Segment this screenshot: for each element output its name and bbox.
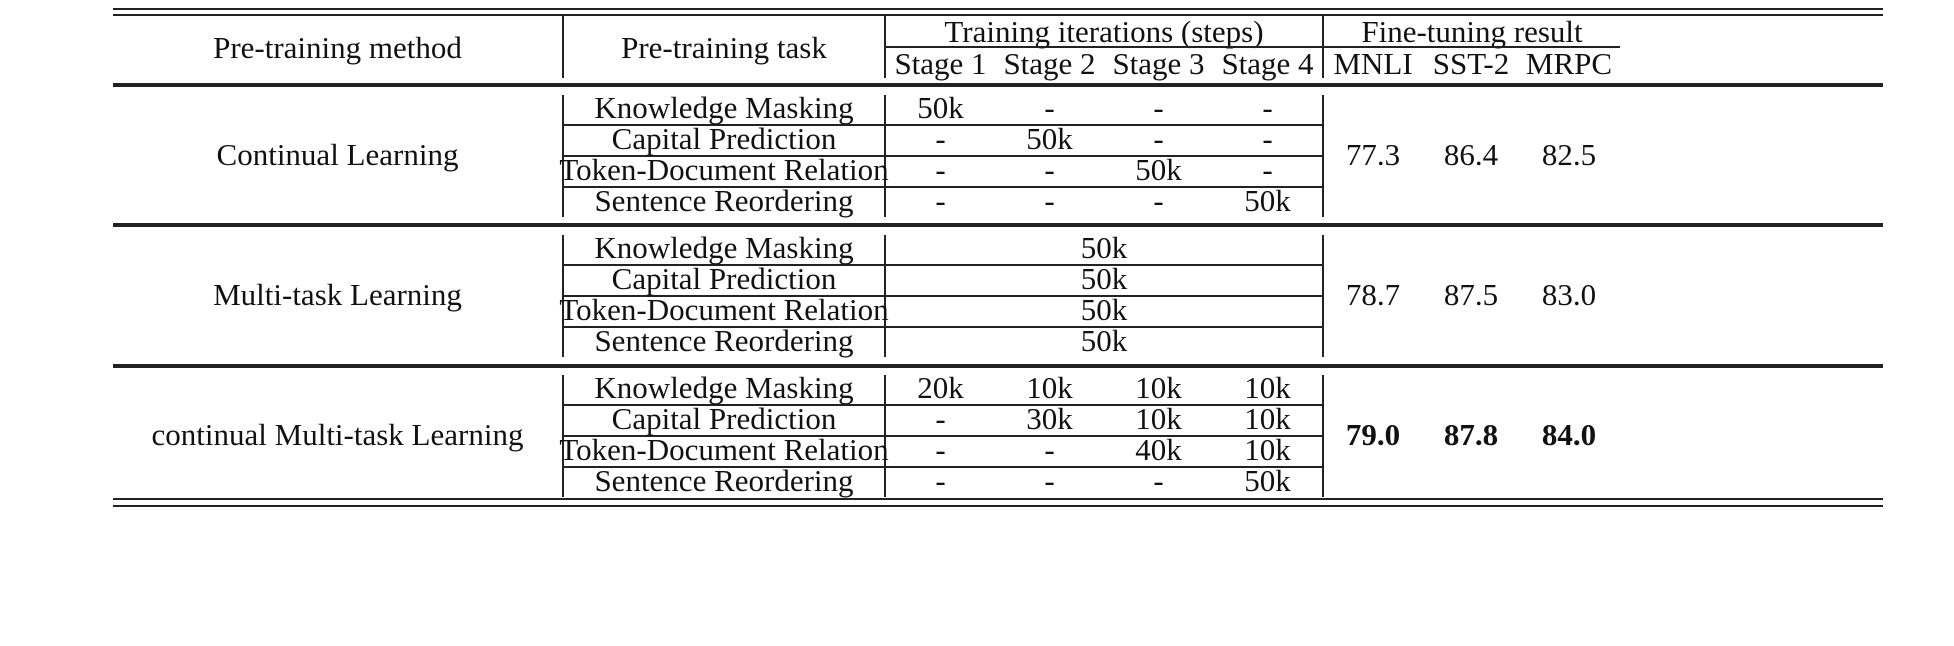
- group-separator-2: [113, 364, 1883, 368]
- group-3-result-sst2: 87.8: [1443, 416, 1499, 452]
- header-divider-training: [1322, 15, 1324, 78]
- group-3-task-4-stage-1: -: [935, 463, 946, 498]
- group-3-row-rule-3: [564, 466, 1322, 468]
- group-3-task-4-stage-2: -: [1044, 463, 1055, 498]
- group-3-task-4-stage-4: 50k: [1244, 463, 1291, 498]
- group-2-divider-method: [562, 235, 564, 357]
- table-top-rule-inner: [113, 14, 1883, 16]
- header-stage-4: Stage 4: [1221, 45, 1314, 81]
- group-2-row-rule-1: [564, 264, 1322, 266]
- header-method: Pre-training method: [213, 29, 462, 65]
- group-1-task-3-stage-1: -: [935, 152, 946, 187]
- group-3-method: continual Multi-task Learning: [151, 416, 524, 452]
- group-2-task-4-all-stages: 50k: [1080, 323, 1128, 358]
- header-metric-sst2: SST-2: [1432, 45, 1510, 81]
- group-2-task-2: Capital Prediction: [611, 261, 837, 296]
- group-2-task-1: Knowledge Masking: [594, 230, 854, 265]
- header-finetuning-result: Fine-tuning result: [1361, 13, 1583, 49]
- header-training-iterations: Training iterations (steps): [944, 13, 1264, 49]
- group-separator-1: [113, 223, 1883, 227]
- group-2-task-2-all-stages: 50k: [1080, 261, 1128, 296]
- group-3-task-3-stage-2: -: [1044, 432, 1055, 467]
- header-stage-2: Stage 2: [1003, 45, 1096, 81]
- group-3-row-rule-2: [564, 435, 1322, 437]
- header-task: Pre-training task: [621, 29, 827, 65]
- group-1-method: Continual Learning: [216, 136, 459, 172]
- group-2-divider-training: [1322, 235, 1324, 357]
- group-3-task-3: Token-Document Relation: [559, 432, 889, 467]
- group-1-task-2-stage-4: -: [1262, 121, 1273, 156]
- group-2-task-3: Token-Document Relation: [559, 292, 889, 327]
- header-stage-3: Stage 3: [1112, 45, 1205, 81]
- group-3-task-2-stage-3: 10k: [1135, 401, 1182, 436]
- group-1-divider-method: [562, 95, 564, 217]
- group-3-task-1-stage-2: 10k: [1026, 370, 1073, 405]
- group-3-task-3-stage-4: 10k: [1244, 432, 1291, 467]
- table-bottom-rule-inner: [113, 498, 1883, 500]
- group-3-result-mrpc: 84.0: [1541, 416, 1597, 452]
- group-1-divider-training: [1322, 95, 1324, 217]
- group-3-task-1-stage-4: 10k: [1244, 370, 1291, 405]
- group-2-result-mrpc: 83.0: [1541, 276, 1597, 312]
- group-2-result-mnli: 78.7: [1345, 276, 1401, 312]
- group-1-result-mrpc: 82.5: [1541, 136, 1597, 172]
- group-3-divider-method: [562, 375, 564, 497]
- group-3-task-3-stage-3: 40k: [1135, 432, 1182, 467]
- group-3-task-2-stage-2: 30k: [1026, 401, 1073, 436]
- group-1-task-2-stage-2: 50k: [1026, 121, 1073, 156]
- table-top-rule: [113, 8, 1883, 10]
- group-2-row-rule-3: [564, 326, 1322, 328]
- header-finetune-subrule: [1324, 46, 1620, 48]
- group-1-task-3-stage-2: -: [1044, 152, 1055, 187]
- group-2-row-rule-2: [564, 295, 1322, 297]
- group-1-task-4-stage-3: -: [1153, 183, 1164, 218]
- group-3-task-2-stage-1: -: [935, 401, 946, 436]
- header-divider-task: [884, 15, 886, 78]
- group-1-task-2-stage-3: -: [1153, 121, 1164, 156]
- group-1-task-3: Token-Document Relation: [559, 152, 889, 187]
- group-1-row-rule-1: [564, 124, 1322, 126]
- group-2-method: Multi-task Learning: [213, 276, 462, 312]
- group-1-task-1-stage-3: -: [1153, 90, 1164, 125]
- group-1-task-4-stage-2: -: [1044, 183, 1055, 218]
- group-1-row-rule-2: [564, 155, 1322, 157]
- group-1-row-rule-3: [564, 186, 1322, 188]
- header-bottom-rule: [113, 83, 1883, 87]
- group-2-result-sst2: 87.5: [1443, 276, 1499, 312]
- group-3-task-4-stage-3: -: [1153, 463, 1164, 498]
- group-3-task-1-stage-1: 20k: [917, 370, 964, 405]
- table-bottom-rule: [113, 505, 1883, 507]
- group-1-result-mnli: 77.3: [1345, 136, 1401, 172]
- group-1-task-1-stage-2: -: [1044, 90, 1055, 125]
- group-1-task-1-stage-1: 50k: [917, 90, 964, 125]
- header-divider-method: [562, 15, 564, 78]
- group-1-task-3-stage-3: 50k: [1135, 152, 1182, 187]
- group-3-task-3-stage-1: -: [935, 432, 946, 467]
- group-1-task-3-stage-4: -: [1262, 152, 1273, 187]
- group-1-task-4-stage-4: 50k: [1244, 183, 1291, 218]
- group-2-task-1-all-stages: 50k: [1080, 230, 1128, 265]
- group-3-divider-training: [1322, 375, 1324, 497]
- group-1-task-4: Sentence Reordering: [594, 183, 854, 218]
- group-1-task-2: Capital Prediction: [611, 121, 837, 156]
- group-1-result-sst2: 86.4: [1443, 136, 1499, 172]
- header-metric-mnli: MNLI: [1333, 45, 1413, 81]
- header-stage-1: Stage 1: [894, 45, 987, 81]
- group-3-result-mnli: 79.0: [1345, 416, 1401, 452]
- header-training-subrule: [886, 46, 1324, 48]
- group-3-task-1: Knowledge Masking: [594, 370, 854, 405]
- header-metric-mrpc: MRPC: [1525, 45, 1613, 81]
- group-1-task-1-stage-4: -: [1262, 90, 1273, 125]
- group-3-task-4: Sentence Reordering: [594, 463, 854, 498]
- group-3-task-1-stage-3: 10k: [1135, 370, 1182, 405]
- group-1-task-2-stage-1: -: [935, 121, 946, 156]
- group-2-task-3-all-stages: 50k: [1080, 292, 1128, 327]
- group-3-task-2-stage-4: 10k: [1244, 401, 1291, 436]
- group-3-row-rule-1: [564, 404, 1322, 406]
- group-3-task-2: Capital Prediction: [611, 401, 837, 436]
- group-2-task-4: Sentence Reordering: [594, 323, 854, 358]
- group-1-task-4-stage-1: -: [935, 183, 946, 218]
- results-table: Pre-training method Pre-training task Tr…: [113, 0, 1883, 646]
- group-1-task-1: Knowledge Masking: [594, 90, 854, 125]
